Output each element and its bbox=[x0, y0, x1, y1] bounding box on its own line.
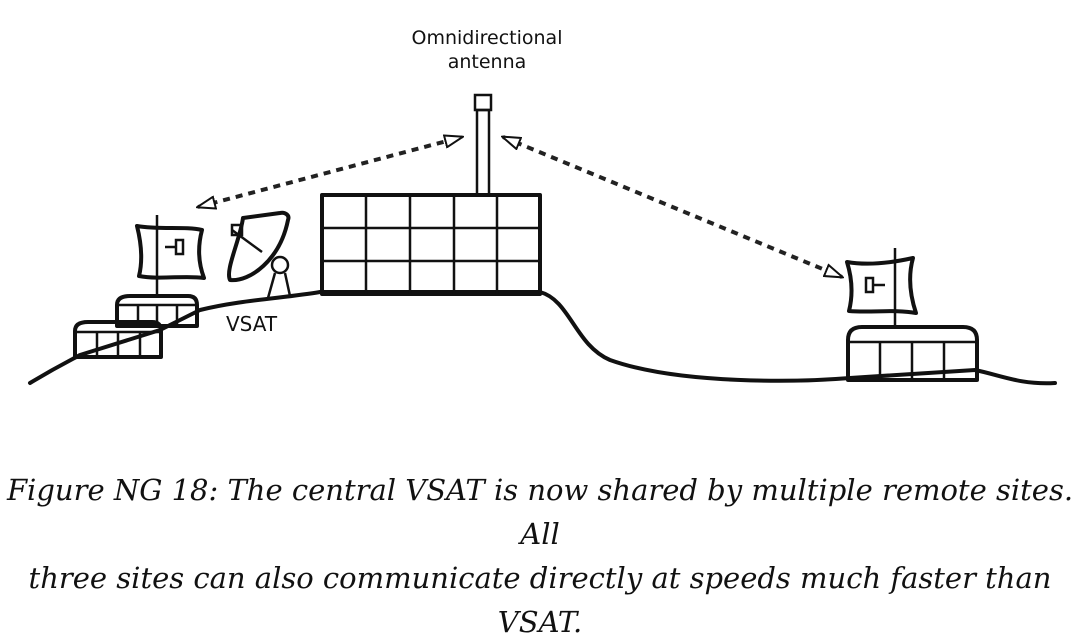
network-diagram: Omnidirectional antenna VSAT bbox=[28, 27, 1057, 386]
central-building bbox=[320, 193, 542, 296]
caption-line-2: three sites can also communicate directl… bbox=[28, 561, 1052, 639]
right-site-building bbox=[846, 325, 979, 382]
link-arrow-left bbox=[198, 137, 462, 207]
omnidirectional-antenna-icon bbox=[473, 93, 493, 197]
left-site-building-lower bbox=[73, 320, 163, 359]
antenna-label-line1: Omnidirectional bbox=[412, 27, 563, 49]
right-panel-antenna-icon bbox=[845, 248, 918, 327]
vsat-label: VSAT bbox=[226, 312, 278, 336]
left-panel-antenna-icon bbox=[135, 215, 206, 296]
vsat-dish-icon bbox=[227, 210, 292, 299]
link-arrow-right bbox=[503, 135, 842, 279]
left-site-building-upper bbox=[115, 294, 199, 328]
caption-line-1: Figure NG 18: The central VSAT is now sh… bbox=[6, 473, 1074, 551]
antenna-label-line2: antenna bbox=[448, 51, 527, 73]
figure-caption: Figure NG 18: The central VSAT is now sh… bbox=[0, 468, 1080, 644]
